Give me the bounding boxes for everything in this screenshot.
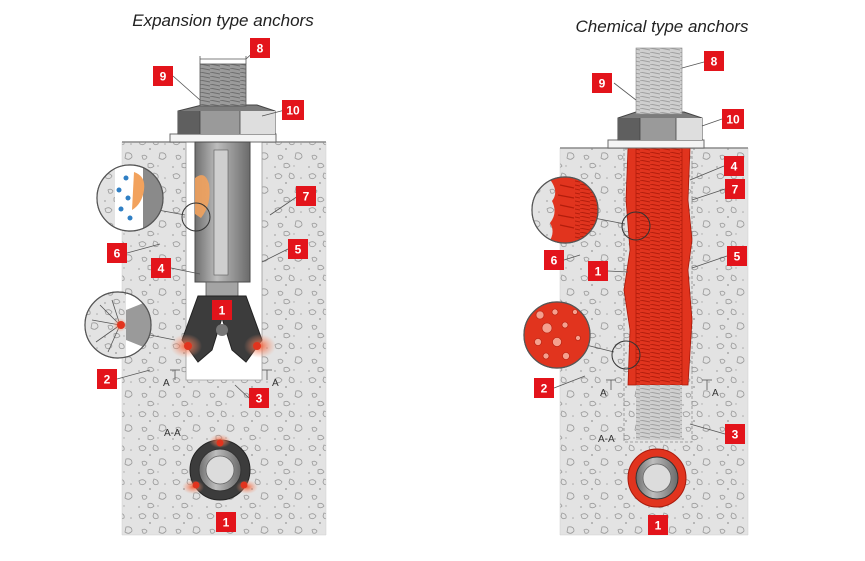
- callout-badge: 10: [722, 109, 744, 129]
- drill-hole-right: [623, 148, 693, 443]
- callout-badge: 3: [725, 424, 745, 444]
- svg-text:5: 5: [295, 243, 302, 257]
- sleeve-slot: [213, 149, 229, 276]
- callout-badge: 1: [216, 512, 236, 532]
- svg-text:7: 7: [732, 183, 739, 197]
- section-marker-right: A A: [600, 379, 719, 399]
- callout-badge: 5: [727, 246, 747, 266]
- threaded-bolt-top-left: [199, 63, 247, 107]
- threaded-rod-embedded: [636, 148, 682, 385]
- svg-text:9: 9: [599, 77, 606, 91]
- magnifier-cracks-left: [84, 291, 176, 359]
- chemical-title: Chemical type anchors: [576, 17, 749, 36]
- section-marker-left: A A: [163, 369, 279, 389]
- callout-badge: 1: [588, 261, 608, 281]
- callout-badge: 2: [97, 369, 117, 389]
- section-arrow-label-right-b: A: [712, 388, 719, 399]
- washer-left: [169, 133, 277, 143]
- bolt-diameter-dimension-left: [199, 49, 257, 64]
- chemical-anchor-figure: A A A-A: [523, 47, 749, 536]
- expansion-title: Expansion type anchors: [132, 11, 314, 30]
- callout-badge: 10: [282, 100, 304, 120]
- svg-text:2: 2: [104, 373, 111, 387]
- callout-badge: 8: [704, 51, 724, 71]
- svg-text:1: 1: [595, 265, 602, 279]
- svg-text:2: 2: [541, 382, 548, 396]
- section-cut-label-right: A-A: [598, 434, 615, 445]
- callout-badge: 5: [288, 239, 308, 259]
- bolt-neck-left: [205, 281, 239, 297]
- callout-badge: 1: [648, 515, 668, 535]
- svg-text:1: 1: [219, 304, 226, 318]
- svg-text:3: 3: [256, 392, 263, 406]
- svg-text:8: 8: [711, 55, 718, 69]
- svg-text:6: 6: [551, 254, 558, 268]
- nut-right: [617, 111, 703, 141]
- contact-point-left-a: [184, 342, 192, 350]
- magnifier-friction-left: [96, 164, 211, 232]
- contact-point-left-b: [253, 342, 261, 350]
- callout-badge: 6: [544, 250, 564, 270]
- callout-badge: 6: [107, 243, 127, 263]
- svg-text:9: 9: [160, 70, 167, 84]
- svg-text:3: 3: [732, 428, 739, 442]
- cross-section-left: [182, 434, 258, 501]
- callout-badge: 9: [153, 66, 173, 86]
- svg-text:10: 10: [726, 113, 740, 127]
- callout-badge: 9: [592, 73, 612, 93]
- svg-text:8: 8: [257, 42, 264, 56]
- svg-text:10: 10: [286, 104, 300, 118]
- nut-left: [177, 104, 276, 135]
- section-arrow-label-left-a: A: [163, 378, 170, 389]
- svg-text:4: 4: [158, 262, 165, 276]
- svg-text:1: 1: [223, 516, 230, 530]
- callout-badge: 2: [534, 378, 554, 398]
- section-arrow-label-right-a: A: [600, 388, 607, 399]
- magnifier-pores-right: [523, 301, 641, 370]
- cross-section-right: [627, 448, 687, 508]
- threaded-rod-tip: [636, 385, 682, 440]
- callout-badge: 3: [249, 388, 269, 408]
- callout-badge: 4: [151, 258, 171, 278]
- callouts-right: 9 8 10 4 7 6 1 5 2 3 1: [534, 51, 747, 535]
- svg-text:5: 5: [734, 250, 741, 264]
- svg-text:1: 1: [655, 519, 662, 533]
- callout-badge: 7: [725, 179, 745, 199]
- callouts-left: 9 8 10 7 6 5 4 1 2 3 1: [97, 38, 316, 532]
- svg-text:4: 4: [731, 160, 738, 174]
- magnifier-bond-right: [531, 176, 651, 244]
- callout-badge: 4: [724, 156, 744, 176]
- expansion-anchor-figure: A A A-A: [84, 49, 327, 536]
- callout-badge: 7: [296, 186, 316, 206]
- svg-text:6: 6: [114, 247, 121, 261]
- section-cut-label-left: A-A: [164, 428, 181, 439]
- callout-badge: 1: [212, 300, 232, 320]
- washer-right: [607, 139, 705, 149]
- threaded-rod-top: [635, 47, 683, 115]
- section-arrow-label-left-b: A: [272, 378, 279, 389]
- callout-badge: 8: [250, 38, 270, 58]
- svg-text:7: 7: [303, 190, 310, 204]
